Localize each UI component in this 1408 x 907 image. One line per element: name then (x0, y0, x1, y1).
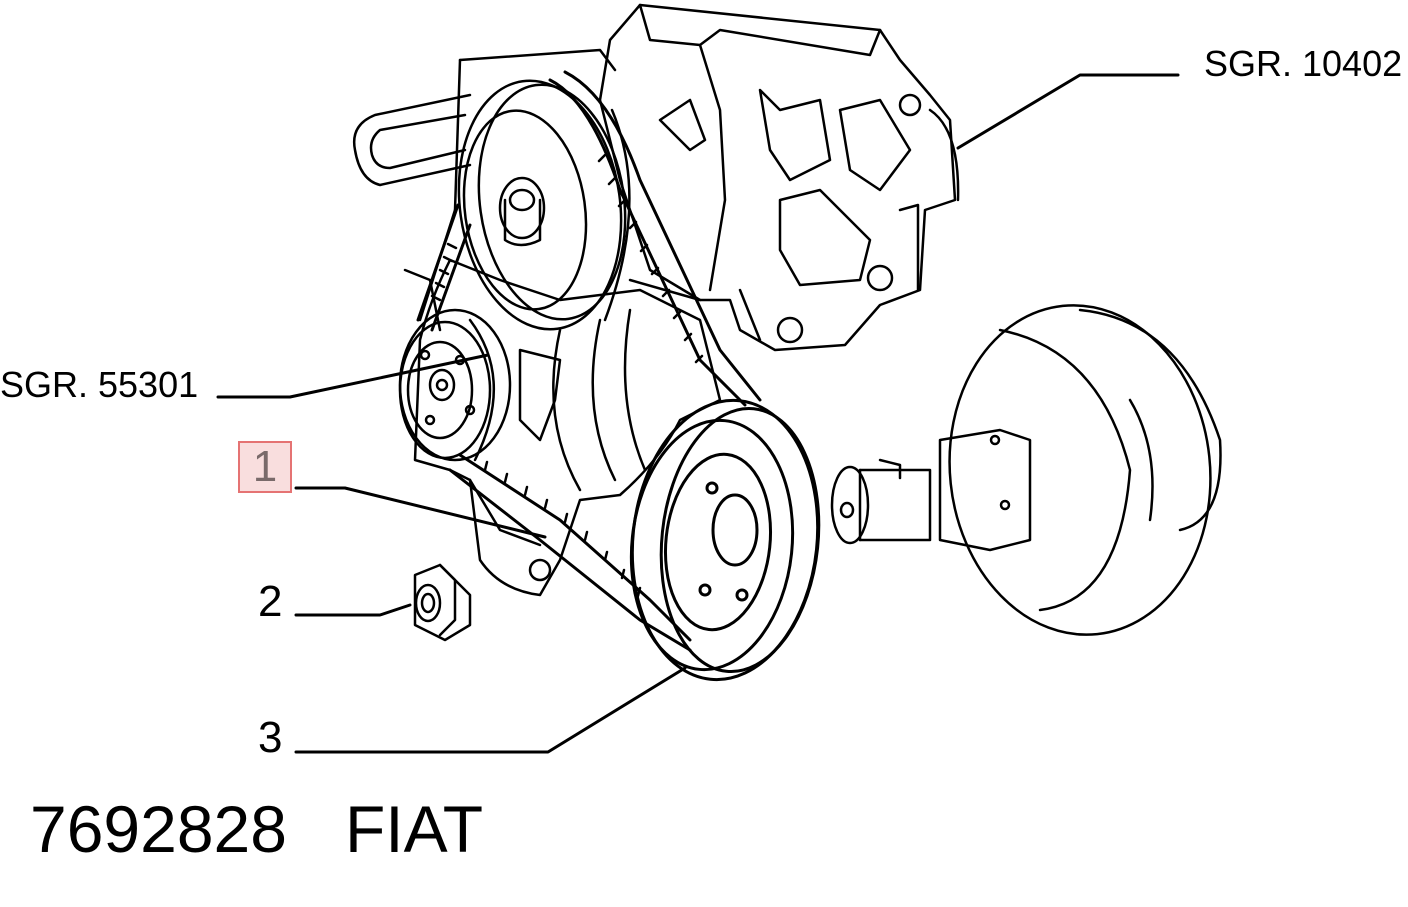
leader-lines (216, 73, 1180, 754)
callout-3: 3 (258, 713, 283, 762)
leader-1 (294, 486, 547, 539)
crankshaft-pulley (629, 398, 821, 682)
brand-name: FIAT (344, 792, 484, 866)
leader-3 (294, 666, 687, 754)
leader-sgr-10402 (956, 73, 1180, 150)
callout-1-highlighted[interactable]: 1 (238, 441, 292, 493)
callout-2: 2 (258, 577, 283, 626)
upper-pulley (457, 79, 631, 331)
water-pump-housing (598, 3, 960, 352)
reference-label-sgr-55301: SGR. 55301 (0, 364, 199, 405)
belt-teeth (430, 153, 704, 598)
reference-label-sgr-10402: SGR. 10402 (1204, 43, 1403, 84)
alternator-pulley (398, 308, 512, 462)
part-number: 7692828 (30, 792, 287, 866)
adjuster-bracket (352, 48, 617, 322)
crankshaft (830, 304, 1222, 636)
leader-sgr-55301 (216, 353, 490, 399)
pulley-nut (413, 563, 472, 642)
leader-2 (294, 603, 412, 617)
